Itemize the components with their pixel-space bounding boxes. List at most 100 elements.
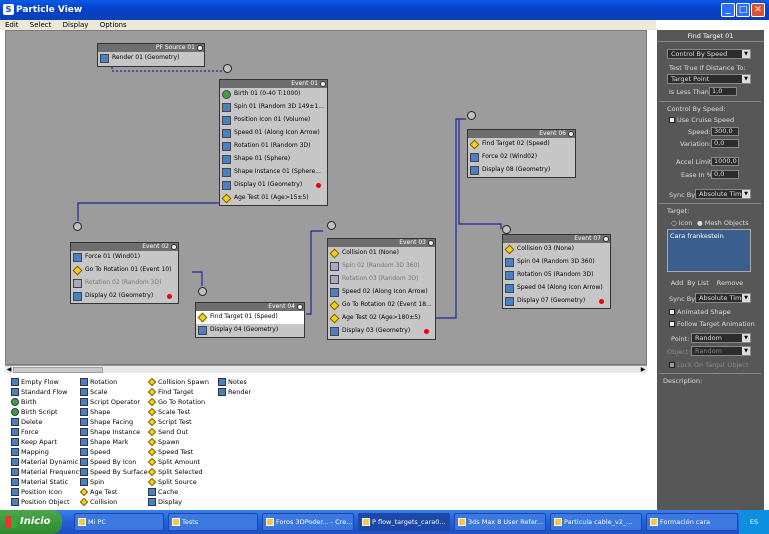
operator-row[interactable]: Speed 04 (Along Icon Arrow) [503, 282, 610, 295]
operator-row[interactable]: Position Icon 01 (Volume) [220, 114, 327, 127]
sync-by-dropdown-2[interactable]: Absolute Time▼ [695, 293, 751, 303]
start-button[interactable]: Inicio [0, 510, 62, 534]
depot-item[interactable]: Speed By Surface [79, 467, 148, 477]
depot-item[interactable]: Go To Rotation [147, 397, 209, 407]
event06-node[interactable]: Event 06 Find Target 02 (Speed) Force 02… [467, 129, 576, 178]
operator-row[interactable]: Rotation 02 (Random 3D) [71, 277, 178, 290]
target-object-list[interactable]: Cara frankestein [667, 229, 751, 272]
task-button[interactable]: Formación cara [646, 513, 738, 531]
depot-item[interactable]: Notes [217, 377, 251, 387]
variation-spinner[interactable]: 0,0 [711, 139, 739, 148]
depot-item[interactable]: Position Object [10, 497, 83, 507]
speed-spinner[interactable]: 300,0 [711, 127, 739, 136]
menu-options[interactable]: Options [99, 21, 127, 29]
operator-row[interactable]: Display 04 (Geometry) [196, 324, 304, 337]
menu-display[interactable]: Display [62, 21, 89, 29]
test-row[interactable]: Go To Rotation 02 (Event 18... [328, 299, 435, 312]
depot-item[interactable]: Script Test [147, 417, 209, 427]
control-mode-dropdown[interactable]: Control By Speed▼ [667, 49, 751, 59]
depot-item[interactable]: Standard Flow [10, 387, 83, 397]
operator-row[interactable]: Speed 01 (Along Icon Arrow) [220, 127, 327, 140]
depot-item[interactable]: Shape Facing [79, 417, 148, 427]
event01-node[interactable]: Event 01 Birth 01 (0-40 T:1000) Spin 01 … [219, 79, 328, 206]
depot-item[interactable]: Scale Test [147, 407, 209, 417]
depot-item[interactable]: Collision [79, 497, 148, 507]
language-indicator[interactable]: ES [739, 510, 769, 534]
sync-by-dropdown[interactable]: Absolute Time▼ [695, 189, 751, 199]
event03-input[interactable] [327, 221, 336, 230]
test-row[interactable]: Age Test 02 (Age>180±5) [328, 312, 435, 325]
depot-item[interactable]: Force [10, 427, 83, 437]
depot-item[interactable]: Collision Spawn [147, 377, 209, 387]
event06-input[interactable] [467, 111, 476, 120]
event02-node[interactable]: Event 02 Force 01 (Wind01) Go To Rotatio… [70, 242, 179, 304]
menu-edit[interactable]: Edit [5, 21, 19, 29]
operator-row[interactable]: Display 03 (Geometry) [328, 325, 435, 338]
close-button[interactable]: ✕ [751, 3, 765, 17]
depot-item[interactable]: Spin [79, 477, 148, 487]
render-operator[interactable]: Render 01 (Geometry) [98, 52, 204, 65]
depot-item[interactable]: Render [217, 387, 251, 397]
depot-item[interactable]: Birth [10, 397, 83, 407]
depot-item[interactable]: Material Frequency [10, 467, 83, 477]
depot-item[interactable]: Empty Flow [10, 377, 83, 387]
test-row[interactable]: Find Target 01 (Speed) [196, 311, 304, 324]
depot-item[interactable]: Split Amount [147, 457, 209, 467]
operator-row[interactable]: Spin 01 (Random 3D 149±1... [220, 101, 327, 114]
operator-row[interactable]: Shape Instance 01 (Sphere... [220, 166, 327, 179]
depot-item[interactable]: Keep Apart [10, 437, 83, 447]
scroll-left-icon[interactable]: ◀ [6, 366, 12, 373]
depot-item[interactable]: Cache [147, 487, 209, 497]
depot-item[interactable]: Mapping [10, 447, 83, 457]
depot-item[interactable]: Rotation [79, 377, 148, 387]
operator-row[interactable]: Speed 02 (Along Icon Arrow) [328, 286, 435, 299]
depot-item[interactable]: Display [147, 497, 209, 507]
event04-node[interactable]: Event 04 Find Target 01 (Speed) Display … [195, 302, 305, 338]
event01-input[interactable] [223, 64, 232, 73]
test-row[interactable]: Find Target 02 (Speed) [468, 138, 575, 151]
scroll-thumb[interactable] [13, 367, 103, 373]
maximize-button[interactable]: □ [736, 3, 750, 17]
task-button[interactable]: Tests [168, 513, 258, 531]
task-button-active[interactable]: P flow_targets_cara0... [358, 513, 450, 531]
accel-limit-spinner[interactable]: 1000,0 [711, 157, 739, 166]
test-row[interactable]: Collision 01 (None) [328, 247, 435, 260]
title-bar[interactable]: S Particle View _ □ ✕ [0, 0, 769, 20]
depot-item[interactable]: Spawn [147, 437, 209, 447]
depot-item[interactable]: Script Operator [79, 397, 148, 407]
object-dropdown[interactable]: Random▼ [691, 346, 751, 356]
animated-shape-checkbox[interactable]: Animated Shape [669, 308, 731, 316]
operator-row[interactable]: Force 01 (Wind01) [71, 251, 178, 264]
depot-item[interactable]: Split Selected [147, 467, 209, 477]
operator-row[interactable]: Spin 02 (Random 3D 360) [328, 260, 435, 273]
depot-item[interactable]: Send Out [147, 427, 209, 437]
depot-item[interactable]: Shape Mark [79, 437, 148, 447]
follow-target-checkbox[interactable]: Follow Target Animation [669, 320, 755, 328]
point-dropdown[interactable]: Random▼ [691, 333, 751, 343]
use-cruise-speed-checkbox[interactable]: Use Cruise Speed [669, 116, 734, 124]
test-row[interactable]: Age Test 01 (Age>15±5) [220, 192, 327, 205]
event07-node[interactable]: Event 07 Collision 03 (None) Spin 04 (Ra… [502, 234, 611, 309]
depot-item[interactable]: Speed Test [147, 447, 209, 457]
event07-input[interactable] [502, 225, 511, 234]
horizontal-scrollbar[interactable]: ◀ ▶ [5, 365, 647, 373]
depot-item[interactable]: Speed By Icon [79, 457, 148, 467]
depot-item[interactable]: Birth Script [10, 407, 83, 417]
event02-input[interactable] [73, 222, 82, 231]
depot-item[interactable]: Delete [10, 417, 83, 427]
lock-on-target-checkbox[interactable]: Lock On Target Object [669, 361, 749, 369]
depot-item[interactable]: Find Target [147, 387, 209, 397]
operator-row[interactable]: Force 02 (Wind02) [468, 151, 575, 164]
operator-row[interactable]: Display 08 (Geometry) [468, 164, 575, 177]
test-row[interactable]: Go To Rotation 01 (Event 10) [71, 264, 178, 277]
depot-item[interactable]: Position Icon [10, 487, 83, 497]
task-button[interactable]: 3ds Max 8 User Refer... [454, 513, 546, 531]
target-point-dropdown[interactable]: Target Point▼ [667, 74, 751, 84]
target-object-item[interactable]: Cara frankestein [670, 232, 724, 240]
depot-item[interactable]: Shape Instance [79, 427, 148, 437]
operator-row[interactable]: Shape 01 (Sphere) [220, 153, 327, 166]
depot-item[interactable]: Split Source [147, 477, 209, 487]
by-list-button[interactable]: By List [687, 279, 709, 287]
depot-item[interactable]: Material Dynamic [10, 457, 83, 467]
panel-title[interactable]: Find Target 01 [657, 30, 764, 42]
